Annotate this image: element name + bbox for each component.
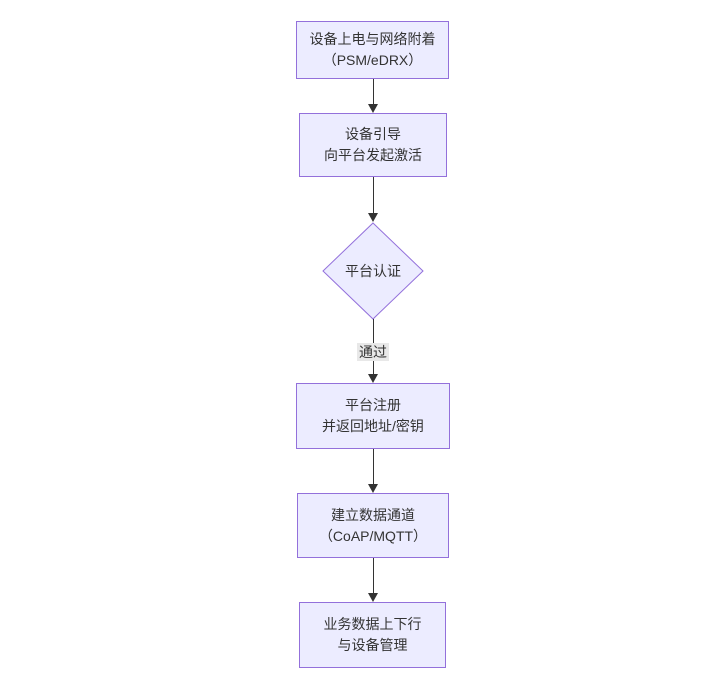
edge-channel-to-business [368,558,378,602]
edge-line [372,449,374,485]
node-text-line: （PSM/eDRX） [322,52,423,68]
arrowhead-icon [368,104,378,113]
node-text-line: 与设备管理 [337,637,408,653]
node-platform-register: 平台注册 并返回地址/密钥 [296,383,450,449]
arrowhead-icon [368,593,378,602]
edge-bootstrap-to-auth [368,177,378,222]
decision-platform-auth: 平台认证 [322,222,424,320]
node-text-line: 建立数据通道 [331,506,415,523]
arrowhead-icon [368,484,378,493]
edge-line [372,79,374,105]
arrowhead-icon [368,213,378,222]
edge-label-pass: 通过 [357,343,389,361]
edge-line [372,177,374,214]
node-text-line: （CoAP/MQTT） [318,527,428,544]
node-text-line: 设备引导 [345,126,401,142]
edge-line [372,558,374,594]
edge-power-to-bootstrap [368,79,378,113]
node-text-line: 设备上电与网络附着 [309,31,436,47]
edge-register-to-channel [368,449,378,493]
decision-text: 平台认证 [345,263,401,279]
node-text-line: 业务数据上下行 [323,616,422,632]
node-business-data-management: 业务数据上下行 与设备管理 [299,602,446,668]
node-power-on-network-attach: 设备上电与网络附着 （PSM/eDRX） [296,21,449,79]
node-text-line: 并返回地址/密钥 [322,418,424,434]
node-text-line: 平台注册 [345,397,401,413]
node-device-bootstrap: 设备引导 向平台发起激活 [299,113,447,177]
node-text-line: 向平台发起激活 [324,147,422,163]
node-data-channel: 建立数据通道 （CoAP/MQTT） [297,493,449,558]
arrowhead-icon [368,374,378,383]
